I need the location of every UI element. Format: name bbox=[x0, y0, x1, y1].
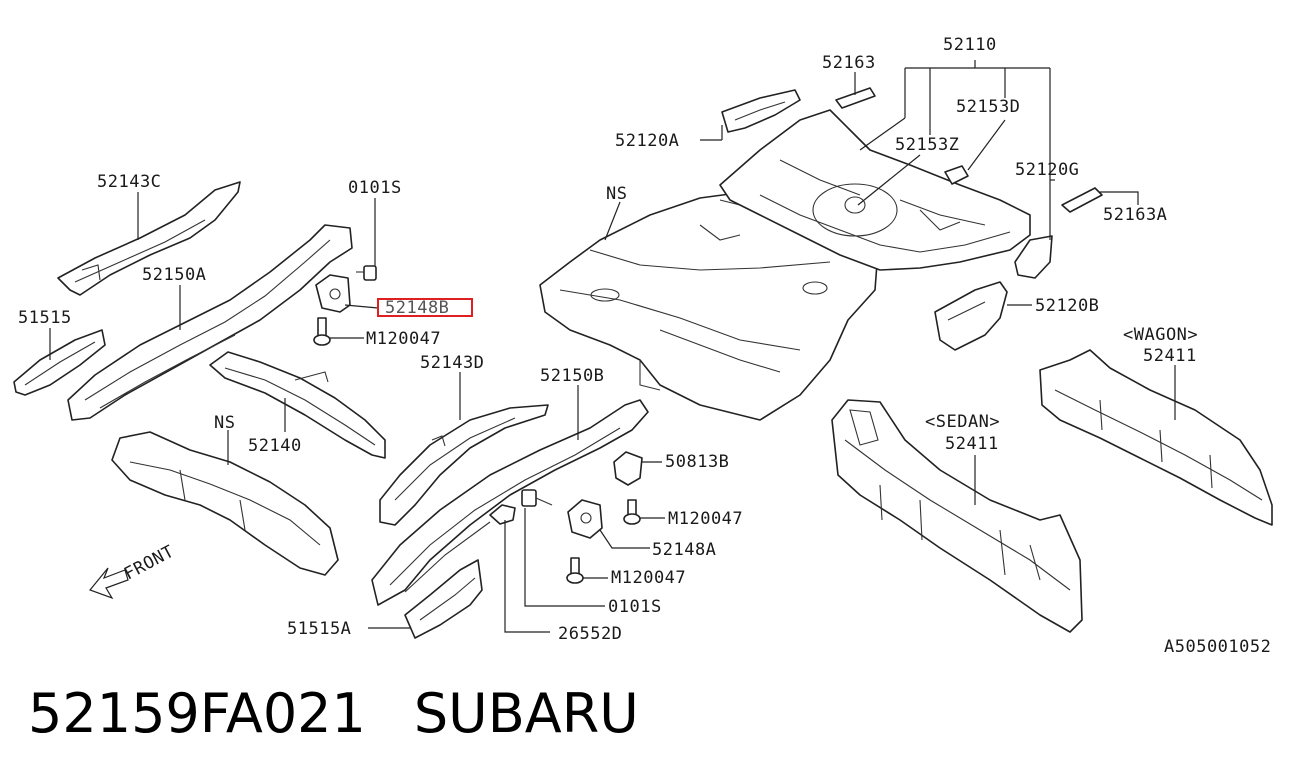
rear-panel-wagon-part bbox=[1039, 349, 1273, 526]
bolt-m120047-top-part bbox=[313, 317, 331, 346]
label-52150a: 52150A bbox=[142, 265, 206, 285]
label-m120047-low: M120047 bbox=[611, 568, 686, 588]
bracket-52120g-part bbox=[1014, 235, 1053, 279]
pad-52163-part bbox=[835, 87, 876, 109]
label-51515: 51515 bbox=[18, 308, 72, 328]
label-front: FRONT bbox=[121, 542, 178, 585]
rear-floor-assembly-part bbox=[719, 109, 1031, 271]
bolt-0101s-bottom-part bbox=[521, 489, 553, 507]
label-52148a: 52148A bbox=[652, 540, 716, 560]
highlight-52148b bbox=[377, 298, 473, 317]
label-52411-sedan: 52411 bbox=[945, 434, 999, 454]
ns-side-panel-part bbox=[111, 431, 339, 576]
rear-panel-sedan-part bbox=[831, 399, 1083, 633]
cross-member-52120a-part bbox=[721, 89, 801, 133]
brand-name: SUBARU bbox=[413, 682, 639, 745]
label-52150b: 52150B bbox=[540, 366, 604, 386]
side-frame-52150b-part bbox=[371, 399, 649, 606]
label-51515a: 51515A bbox=[287, 619, 351, 639]
label-52148b: 52148B bbox=[385, 298, 449, 318]
label-52120g: 52120G bbox=[1015, 160, 1079, 180]
label-0101s-top: 0101S bbox=[348, 178, 402, 198]
bolt-m120047-mid-part bbox=[623, 499, 641, 525]
bracket-52148b-part bbox=[315, 274, 351, 313]
footer: 52159FA021 SUBARU bbox=[28, 682, 639, 745]
front-arrow-icon bbox=[88, 567, 129, 600]
label-52120a: 52120A bbox=[615, 131, 679, 151]
clip-52153d-part bbox=[944, 165, 969, 185]
panel-52120b-part bbox=[934, 281, 1008, 351]
label-52143d: 52143D bbox=[420, 353, 484, 373]
label-52120b: 52120B bbox=[1035, 296, 1099, 316]
bolt-0101s-top-part bbox=[356, 265, 377, 281]
pad-52163a-part bbox=[1061, 187, 1103, 213]
label-m120047-top: M120047 bbox=[366, 329, 441, 349]
label-ns-side: NS bbox=[214, 413, 235, 433]
label-52143c: 52143C bbox=[97, 172, 161, 192]
label-52153d: 52153D bbox=[956, 97, 1020, 117]
leader-lines bbox=[49, 60, 1176, 633]
side-member-52143d-part bbox=[379, 404, 549, 526]
bolt-m120047-low-part bbox=[566, 557, 584, 584]
cross-member-52140-part bbox=[209, 351, 386, 459]
label-52110: 52110 bbox=[943, 35, 997, 55]
label-sedan: <SEDAN> bbox=[925, 412, 1000, 432]
label-0101s-bottom: 0101S bbox=[608, 597, 662, 617]
side-frame-52150a-part bbox=[67, 224, 353, 421]
clip-26552d-part bbox=[489, 504, 516, 525]
bracket-52148a-part bbox=[567, 499, 603, 539]
bracket-51515a-part bbox=[404, 559, 483, 639]
side-member-52143c-part bbox=[57, 181, 241, 296]
label-52153z: 52153Z bbox=[895, 135, 959, 155]
label-wagon: <WAGON> bbox=[1123, 325, 1198, 345]
reference-code: A505001052 bbox=[1164, 637, 1271, 657]
label-52411-wagon: 52411 bbox=[1143, 346, 1197, 366]
label-m120047-mid: M120047 bbox=[668, 509, 743, 529]
label-ns-floor: NS bbox=[606, 184, 627, 204]
label-52163: 52163 bbox=[822, 53, 876, 73]
part-number: 52159FA021 bbox=[28, 682, 366, 745]
bracket-50813b-part bbox=[613, 451, 643, 486]
label-26552d: 26552D bbox=[558, 624, 622, 644]
bracket-51515-part bbox=[13, 329, 106, 396]
label-52163a: 52163A bbox=[1103, 205, 1167, 225]
label-52140: 52140 bbox=[248, 436, 302, 456]
label-50813b: 50813B bbox=[665, 452, 729, 472]
